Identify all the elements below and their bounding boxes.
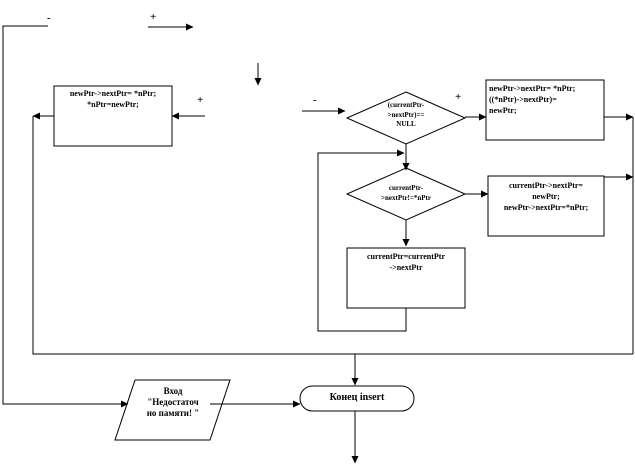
box4-line2: ->nextPtr — [389, 263, 423, 272]
bottom-merge-line — [32, 116, 633, 355]
loop-back-arrow — [317, 149, 407, 332]
box4-line1: currentPtr=currentPtr — [366, 252, 445, 261]
top-minus-line — [2, 25, 129, 408]
box-insert-after-head — [485, 79, 605, 141]
box4-text: currentPtr=currentPtr ->nextPtr — [349, 251, 463, 273]
decision1-line1: (currentPtr- — [387, 101, 425, 109]
decision2-line1: currentPtr- — [388, 184, 424, 192]
io-text: Вход "Недостаточ но памяти! " — [125, 386, 221, 419]
decision2-line2: >nextPtr!=*nPtr — [381, 194, 431, 202]
box3-line1: currentPtr->nextPtr= — [509, 181, 583, 190]
box1-line1: newPtr->nextPtr= *nPtr; — [69, 89, 157, 98]
io-line2: "Недостаточ — [147, 397, 199, 407]
terminal-text: Конец insert — [329, 392, 385, 403]
decision2-text: currentPtr- >nextPtr!=*nPtr — [366, 183, 446, 203]
box-insert-middle — [487, 175, 605, 237]
box1-plus-sign: + — [197, 94, 204, 106]
decision1-line2: >nextPtr)== — [387, 110, 425, 119]
box2-line1: newPtr->nextPtr= *nPtr; — [489, 84, 576, 93]
d1-minus-sign: - — [313, 94, 317, 106]
terminal-end-insert — [299, 385, 415, 412]
box1-line2: *nPtr=newPtr; — [87, 100, 139, 109]
top-minus-sign: - — [47, 12, 51, 24]
io-line3: но памяти! " — [146, 408, 200, 418]
top-plus-sign: + — [150, 11, 157, 23]
d1-plus-sign: + — [455, 91, 462, 103]
box3-text: currentPtr->nextPtr= newPtr; newPtr->nex… — [489, 180, 603, 213]
decision1-line3: NULL — [396, 120, 416, 128]
box3-line3: newPtr->nextPtr=*nPtr; — [503, 203, 589, 212]
decision1-text: (currentPtr- >nextPtr)== NULL — [366, 101, 446, 130]
box1-text: newPtr->nextPtr= *nPtr; *nPtr=newPtr; — [56, 88, 170, 110]
box2-line3: newPtr; — [489, 106, 517, 115]
io-line1: Вход — [163, 386, 183, 396]
box3-line2: newPtr; — [532, 192, 560, 201]
box2-text: newPtr->nextPtr= *nPtr; ((*nPtr)->nextPt… — [489, 83, 603, 116]
io-out-of-memory — [114, 379, 231, 441]
box2-line2: ((*nPtr)->nextPtr)= — [489, 95, 557, 104]
